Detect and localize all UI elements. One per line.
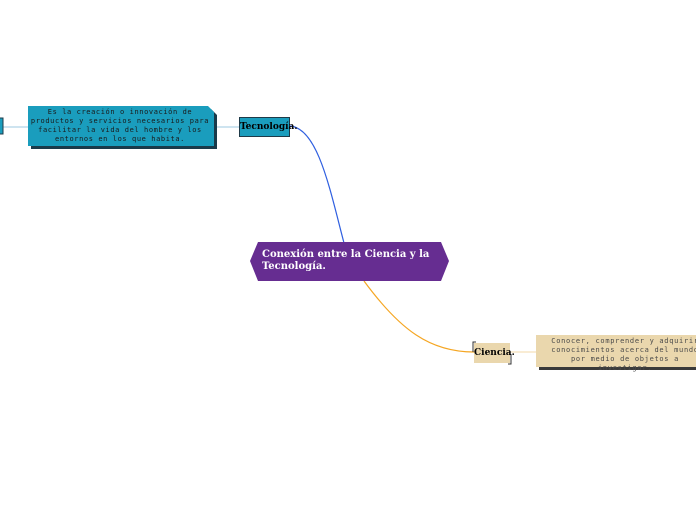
ciencia-bracket-left [472,341,476,352]
ciencia-bracket-right [508,354,512,365]
link-central-ciencia [363,280,475,353]
tecnologia-description-shape[interactable] [28,106,214,146]
ciencia-description-shape[interactable] [536,335,696,367]
central-topic-shape[interactable] [250,242,449,281]
tecnologia-node[interactable]: Tecnología. [239,117,298,137]
tecnologia-description-text: Es la creación o innovación de productos… [30,108,210,143]
central-topic-label: Conexión entre la Ciencia y la Tecnologí… [262,249,430,272]
link-central-tecnologia [289,125,345,244]
ciencia-description-text: Conocer, comprender y adquirir conocimie… [551,337,696,372]
ciencia-node[interactable]: Ciencia. [474,343,515,363]
offscreen-node[interactable] [0,117,4,135]
